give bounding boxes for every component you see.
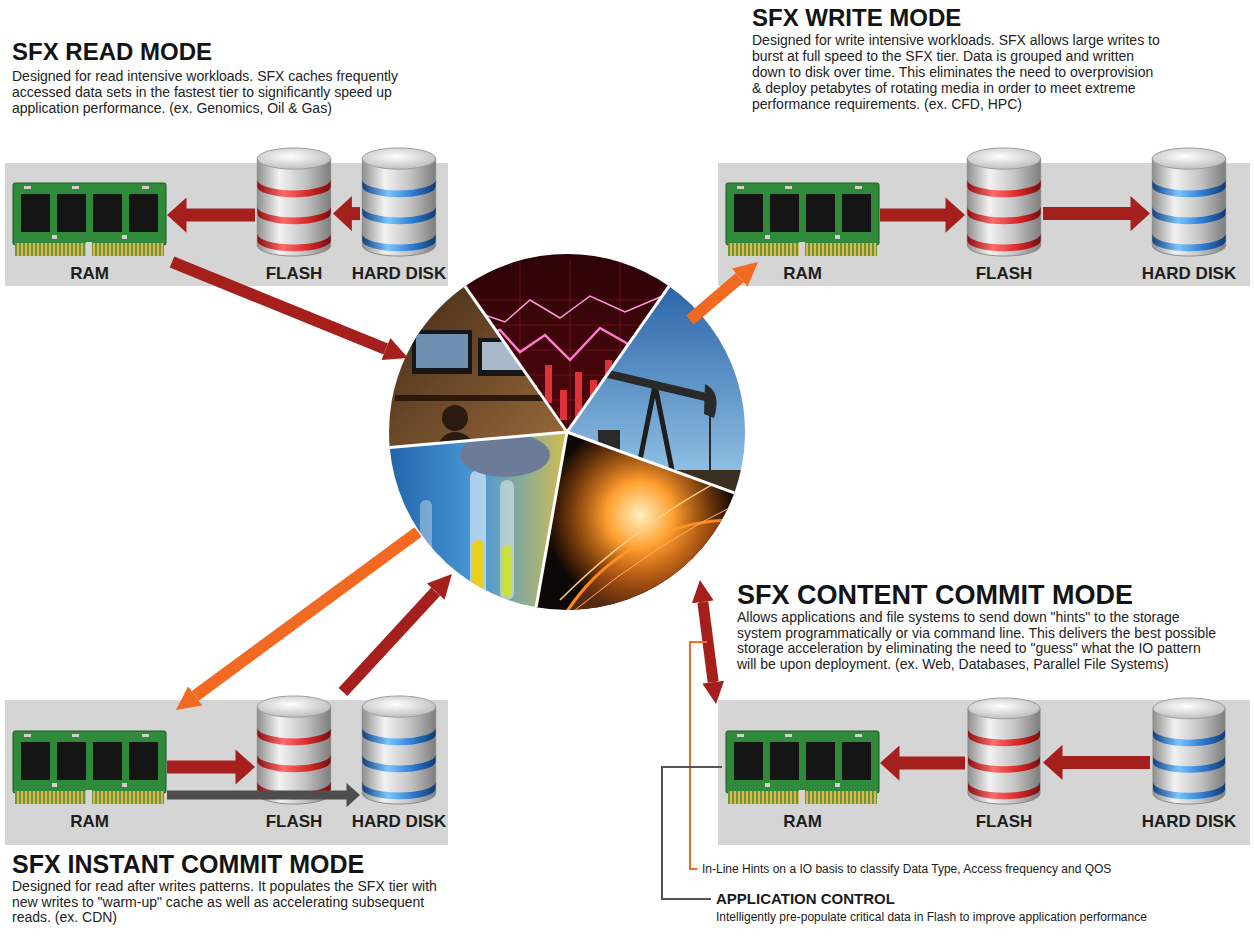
mode-panel: SFX INSTANT COMMIT MODEDesigned for read…: [5, 680, 457, 938]
storage-icons: [13, 148, 1226, 806]
storage-tier: FLASH: [255, 695, 333, 806]
arrow-shaft: [1061, 756, 1150, 769]
arrow-head: [880, 746, 900, 781]
tier-label: RAM: [70, 812, 109, 832]
flow-arrow: [690, 278, 740, 320]
arrow-shaft: [167, 791, 348, 800]
tier-label: HARD DISK: [352, 812, 446, 832]
mode-description: Designed for read after writes patterns.…: [12, 879, 452, 926]
arrow-head: [946, 198, 966, 233]
tier-label: RAM: [783, 812, 822, 832]
tier-label: HARD DISK: [1142, 264, 1236, 284]
mode-description: Allows applications and file systems to …: [737, 610, 1217, 672]
tier-label: FLASH: [976, 812, 1033, 832]
arrow-head: [1043, 745, 1063, 780]
leader-line: [690, 642, 707, 869]
storage-tier: RAM: [725, 180, 880, 258]
tier-label: FLASH: [266, 264, 323, 284]
tier-label: FLASH: [266, 812, 323, 832]
tier-label: HARD DISK: [1142, 812, 1236, 832]
arrow-shaft: [185, 209, 255, 222]
storage-tier: FLASH: [255, 147, 333, 258]
flow-arrow: [167, 749, 255, 784]
arrow-head: [347, 783, 361, 807]
mode-heading: SFX CONTENT COMMIT MODE: [737, 580, 1133, 611]
storage-tier: RAM: [12, 728, 167, 806]
mode-heading: SFX READ MODE: [12, 38, 212, 66]
callout-heading: APPLICATION CONTROL: [716, 890, 895, 908]
flow-arrow: [880, 198, 965, 233]
mode-heading: SFX INSTANT COMMIT MODE: [12, 850, 364, 879]
callout-note: In-Line Hints on a IO basis to classify …: [702, 862, 1111, 876]
storage-tier: HARD DISK: [1150, 147, 1228, 258]
mode-panel: SFX CONTENT COMMIT MODEAllows applicatio…: [718, 578, 1252, 848]
mode-description: Designed for read intensive workloads. S…: [12, 68, 442, 116]
storage-tier: HARD DISK: [1150, 697, 1228, 806]
arrow-shaft: [1043, 207, 1132, 220]
flow-arrow: [333, 196, 360, 231]
storage-tier: RAM: [12, 180, 167, 258]
tier-label: RAM: [783, 264, 822, 284]
tier-label: RAM: [70, 264, 109, 284]
storage-tier: FLASH: [965, 147, 1043, 258]
mode-panel: SFX READ MODEDesigned for read intensive…: [5, 36, 667, 288]
flow-arrow: [195, 532, 418, 696]
arrow-shaft: [880, 209, 947, 222]
arrow-head: [333, 196, 352, 231]
mode-description: Designed for write intensive workloads. …: [752, 32, 1162, 112]
arrow-shaft: [898, 757, 965, 770]
tier-label: HARD DISK: [352, 264, 446, 284]
arrow-shaft: [167, 761, 237, 774]
storage-tier: HARD DISK: [360, 695, 438, 806]
leader-line: [662, 767, 722, 899]
storage-tier: RAM: [725, 728, 880, 806]
flow-arrow: [343, 592, 436, 692]
arrow-head: [167, 198, 187, 233]
mode-panel: SFX WRITE MODEDesigned for write intensi…: [718, 2, 1252, 288]
storage-tier: HARD DISK: [360, 147, 438, 258]
flow-arrow: [167, 783, 360, 807]
mode-heading: SFX WRITE MODE: [752, 4, 961, 32]
tier-label: FLASH: [976, 264, 1033, 284]
callout-note: Intelligently pre-populate critical data…: [716, 910, 1147, 924]
flow-arrow: [1043, 196, 1150, 231]
arrow-head: [236, 749, 256, 784]
flow-arrow: [880, 746, 965, 781]
flow-arrow: [167, 198, 255, 233]
storage-tier: FLASH: [965, 697, 1043, 806]
arrow-head: [1131, 196, 1151, 231]
flow-arrow: [1043, 745, 1150, 780]
